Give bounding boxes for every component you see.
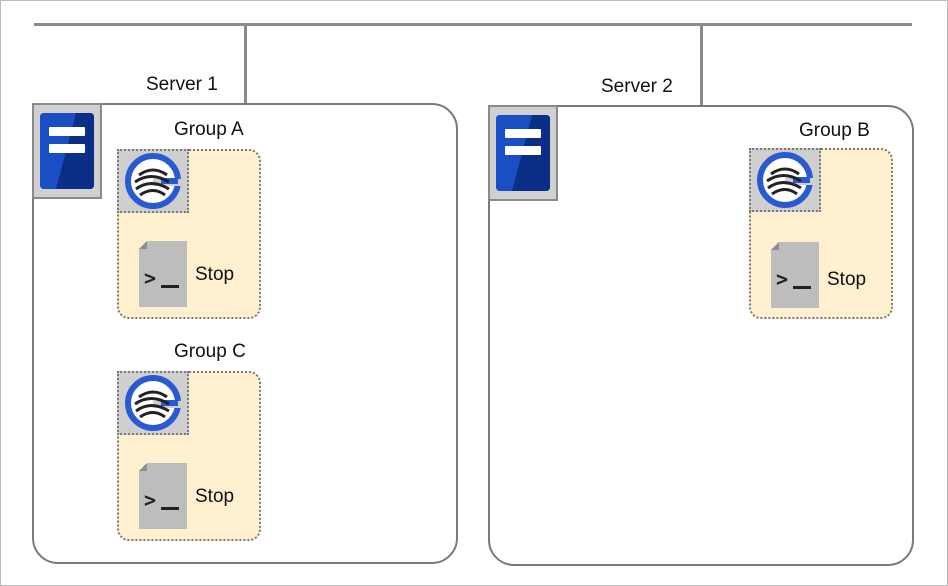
group-a-resource-status: Stop <box>195 264 235 285</box>
group-b-label: Group B <box>799 120 870 141</box>
failover-group-icon <box>757 152 813 208</box>
server-1-icon-tile <box>32 103 102 199</box>
group-b-resource-status: Stop <box>827 269 867 290</box>
group-c-icon-tile <box>117 371 189 435</box>
script-resource-icon: > <box>771 242 819 308</box>
server-2-icon-tile <box>488 105 558 201</box>
script-resource-icon: > <box>139 463 187 529</box>
svg-text:>: > <box>776 267 788 291</box>
server-2-connector <box>700 24 703 106</box>
server-1-label: Server 1 <box>146 74 218 95</box>
failover-group-icon <box>125 375 181 431</box>
group-c-label: Group C <box>174 341 246 362</box>
server-2-label: Server 2 <box>601 76 673 97</box>
svg-text:>: > <box>144 488 156 512</box>
failover-group-icon <box>125 153 181 209</box>
server-icon <box>40 113 94 189</box>
group-a-icon-tile <box>117 149 189 213</box>
network-line <box>34 23 912 26</box>
svg-text:>: > <box>144 266 156 290</box>
server-icon <box>496 115 550 191</box>
script-resource-icon: > <box>139 241 187 307</box>
group-b-icon-tile <box>749 148 821 212</box>
server-1-connector <box>244 24 247 104</box>
group-a-label: Group A <box>174 119 244 140</box>
group-c-resource-status: Stop <box>195 486 235 507</box>
